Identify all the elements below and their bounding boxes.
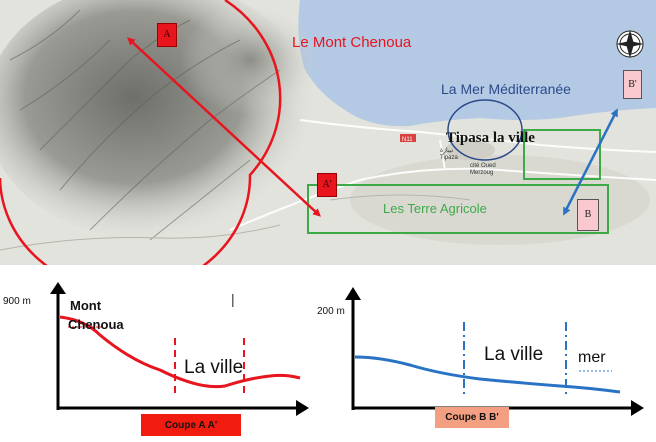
marker-a-prime: A' [317,173,337,197]
profile-a-mont-line2: Chenoua [68,317,124,332]
map-label-mer: La Mer Méditerranée [441,81,571,97]
hills-south [350,155,650,245]
profile-a-x-arrow [296,400,309,416]
road-label: N11 [402,137,413,143]
compass-north-icon [616,30,644,58]
road-shield [400,134,416,142]
marker-b: B [577,199,599,231]
profile-b-y-arrow [345,287,361,300]
map-label-tipasa: Tipasa la ville [446,130,535,146]
profile-a-y-arrow [50,282,66,294]
section-line-aa [127,37,321,217]
map-label-mont-chenoua: Le Mont Chenoua [292,34,412,51]
minor-roads [0,194,471,251]
profile-a-mont-line1: Mont [70,298,102,313]
profile-a-chart [50,282,309,416]
sea-area [298,0,656,127]
map-label-terres: Les Terre Agricole [383,201,487,216]
profile-a-y-label: 900 m [3,296,31,307]
profile-b-y-label: 200 m [317,306,345,317]
profile-a-caption: Coupe A A' [141,414,241,436]
tipasa-zone-circle [447,99,523,161]
map-label-tipaza-small: تيبازة Tipaza [440,148,458,161]
profile-a-terrain-line [59,315,301,389]
marker-a: A [157,23,177,47]
section-line-bb [563,108,618,216]
map-panel: N11 Le Mont Chenoua La Mer Méditerranée … [0,0,656,293]
marker-b-prime: B' [623,70,642,99]
profile-b-mer: mer [578,349,606,366]
profile-b-terrain-line [354,355,621,394]
profile-a-tick: | [231,291,235,307]
profile-a-ville: La ville [184,357,244,378]
town-area [445,140,495,160]
profile-b-x-arrow [631,400,644,416]
map-label-cite: cité Oued Merzoug [470,163,496,176]
map-canvas: N11 [0,0,656,293]
profile-b-ville: La ville [484,344,544,365]
profile-b-caption: Coupe B B' [435,407,509,428]
